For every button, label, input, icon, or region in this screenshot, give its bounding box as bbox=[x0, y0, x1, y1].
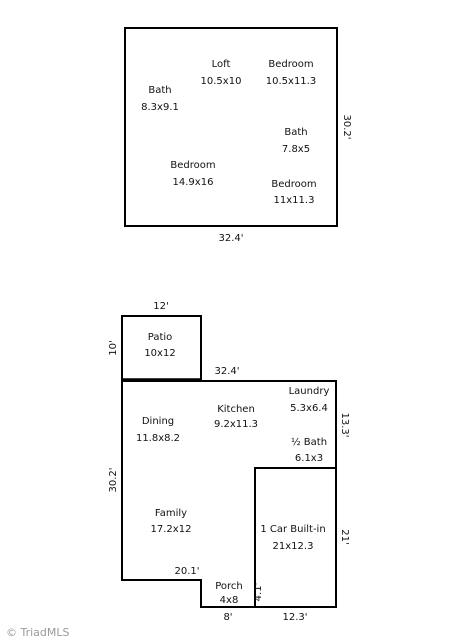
main-depth-label: 30.2' bbox=[108, 467, 119, 492]
room-size: 9.2x11.3 bbox=[214, 419, 258, 430]
upper-floor-outline bbox=[124, 27, 338, 227]
room-kitchen: Kitchen 9.2x11.3 bbox=[214, 404, 258, 430]
room-name: Family bbox=[155, 508, 187, 519]
room-size: 14.9x16 bbox=[173, 177, 214, 188]
laundry-depth-label: 13.3' bbox=[339, 412, 350, 437]
garage-wall bbox=[254, 467, 336, 607]
main-floor: Patio 10x12 Laundry 5.3x6.4 Dining 11.8x… bbox=[108, 301, 350, 623]
room-size: 10.5x10 bbox=[201, 76, 242, 87]
porch-width-label: 8' bbox=[223, 612, 232, 623]
room-size: 11x11.3 bbox=[274, 195, 315, 206]
room-half-bath: ½ Bath 6.1x3 bbox=[291, 436, 327, 464]
upper-depth-label: 30.2' bbox=[341, 114, 352, 139]
room-name: Kitchen bbox=[217, 404, 255, 415]
room-name: Bedroom bbox=[268, 59, 313, 70]
garage-width-label: 12.3' bbox=[282, 612, 307, 623]
room-size: 4x8 bbox=[220, 595, 239, 606]
room-size: 8.3x9.1 bbox=[141, 102, 179, 113]
patio-width-label: 12' bbox=[153, 301, 168, 312]
room-name: Bedroom bbox=[170, 160, 215, 171]
room-patio: Patio 10x12 bbox=[144, 332, 175, 359]
room-name: 1 Car Built-in bbox=[260, 524, 325, 535]
garage-depth-label: 21' bbox=[339, 529, 350, 544]
room-name: Bath bbox=[284, 127, 307, 138]
room-family: Family 17.2x12 bbox=[151, 508, 192, 535]
room-name: Laundry bbox=[289, 386, 330, 397]
room-size: 10x12 bbox=[144, 348, 175, 359]
room-size: 5.3x6.4 bbox=[290, 403, 328, 414]
room-name: Bath bbox=[148, 85, 171, 96]
room-bedroom-1: Bedroom 10.5x11.3 bbox=[266, 59, 316, 87]
room-name: Bedroom bbox=[271, 179, 316, 190]
room-bath-2: Bath 7.8x5 bbox=[282, 127, 310, 155]
room-bedroom-3: Bedroom 11x11.3 bbox=[271, 179, 316, 206]
room-size: 21x12.3 bbox=[273, 541, 314, 552]
room-garage: 1 Car Built-in 21x12.3 bbox=[260, 524, 325, 552]
upper-width-label: 32.4' bbox=[218, 233, 243, 244]
room-name: Dining bbox=[142, 416, 174, 427]
upper-floor: Loft 10.5x10 Bedroom 10.5x11.3 Bath 8.3x… bbox=[124, 27, 352, 244]
room-name: Porch bbox=[215, 581, 243, 592]
room-name: Patio bbox=[148, 332, 173, 343]
room-laundry: Laundry 5.3x6.4 bbox=[289, 386, 330, 414]
patio-depth-label: 10' bbox=[108, 340, 119, 355]
room-size: 17.2x12 bbox=[151, 524, 192, 535]
room-porch: Porch 4x8 bbox=[215, 581, 243, 606]
room-name: ½ Bath bbox=[291, 436, 327, 448]
room-loft: Loft 10.5x10 bbox=[201, 59, 242, 87]
porch-depth-label: 4.1' bbox=[253, 583, 264, 602]
room-size: 11.8x8.2 bbox=[136, 433, 180, 444]
room-size: 10.5x11.3 bbox=[266, 76, 316, 87]
watermark: © TriadMLS bbox=[6, 626, 70, 639]
room-bath-1: Bath 8.3x9.1 bbox=[141, 85, 179, 113]
family-bottom-label: 20.1' bbox=[174, 566, 199, 577]
room-name: Loft bbox=[212, 59, 231, 70]
main-width-label: 32.4' bbox=[214, 366, 239, 377]
main-floor-outline bbox=[121, 380, 337, 608]
room-bedroom-2: Bedroom 14.9x16 bbox=[170, 160, 215, 188]
room-size: 7.8x5 bbox=[282, 144, 310, 155]
room-dining: Dining 11.8x8.2 bbox=[136, 416, 180, 444]
room-size: 6.1x3 bbox=[295, 453, 323, 464]
